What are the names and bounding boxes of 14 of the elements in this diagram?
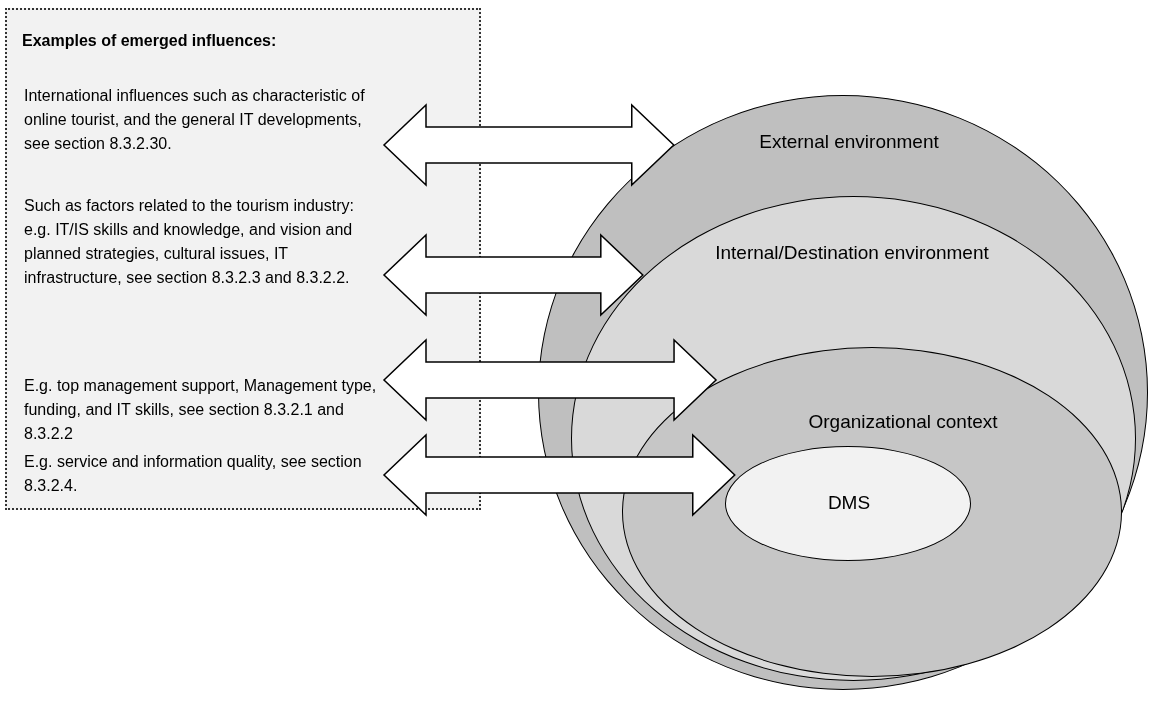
double-block-arrow: [382, 103, 675, 187]
influence-text: International influences such as characteristic of online tourist, and the general IT developments, see section 8.3.2.30.: [24, 84, 384, 156]
double-block-arrow: [382, 338, 718, 422]
ellipse-label: Internal/Destination environment: [714, 241, 990, 265]
ellipse-label: DMS: [826, 491, 872, 515]
influence-text: E.g. top management support, Management type, funding, and IT skills, see section 8.3.2.1 and 8.3.2.2: [24, 374, 384, 446]
panel-heading: Examples of emerged influences:: [22, 32, 277, 50]
influence-text: Such as factors related to the tourism industry: e.g. IT/IS skills and knowledge, and vision and planned strategies, cultural issues, IT infrastructure, see section 8.3.2.3 and 8.3.2.2.: [24, 194, 384, 290]
influence-text: E.g. service and information quality, see section 8.3.2.4.: [24, 450, 384, 498]
dotted-text-panel: [5, 8, 481, 510]
ellipse-label: External environment: [758, 130, 940, 154]
ellipse-label: Organizational context: [807, 410, 999, 434]
double-block-arrow: [382, 433, 736, 517]
double-block-arrow: [382, 233, 644, 317]
